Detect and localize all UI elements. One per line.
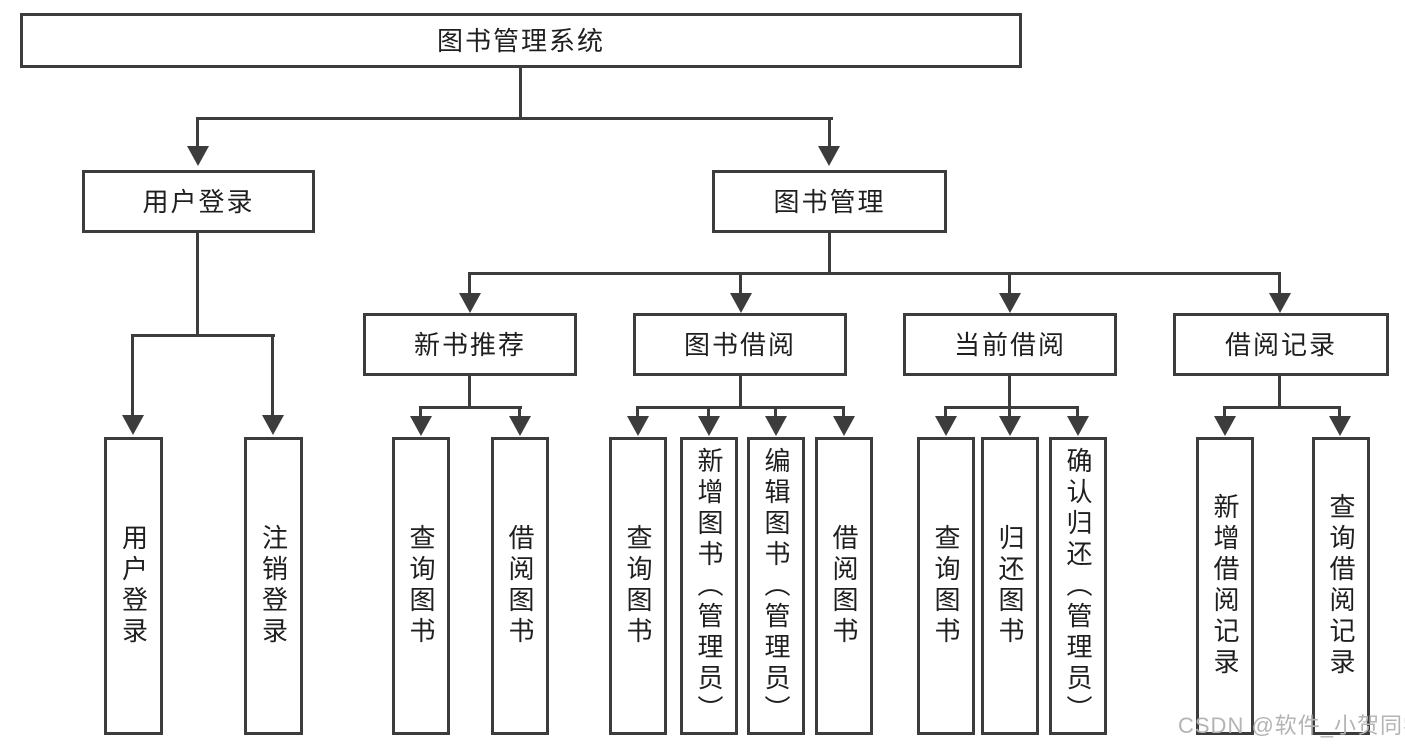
csdn-watermark: CSDN @软件_小贺同学 (1178, 713, 1405, 738)
node-book-management: 图书管理 (712, 170, 947, 233)
connector-line (636, 406, 845, 409)
connector-line (1076, 406, 1079, 418)
node-current-borrowing: 当前借阅 (903, 313, 1117, 376)
connector-line (1008, 376, 1011, 406)
connector-line (739, 272, 742, 294)
arrowhead-down-icon (187, 146, 209, 166)
arrowhead-down-icon (1214, 416, 1236, 436)
arrowhead-down-icon (1329, 416, 1351, 436)
leaf-logout: 注销登录 (244, 437, 303, 735)
leaf-add-books-admin: 新增图书（管理员） (680, 437, 738, 735)
leaf-return-books: 归还图书 (981, 437, 1039, 735)
arrowhead-down-icon (999, 293, 1021, 313)
connector-line (739, 376, 742, 406)
arrowhead-down-icon (1067, 416, 1089, 436)
node-label: 查询图书 (931, 524, 961, 648)
connector-line (944, 406, 1079, 409)
node-label: 查询图书 (623, 524, 653, 648)
arrowhead-down-icon (765, 416, 787, 436)
node-borrowing-records: 借阅记录 (1173, 313, 1389, 376)
connector-line (1278, 272, 1281, 294)
node-label: 查询图书 (406, 524, 436, 648)
node-label: 编辑图书（管理员） (761, 446, 791, 726)
node-label: 确认归还（管理员） (1063, 446, 1093, 726)
node-label: 借阅记录 (1224, 329, 1337, 360)
connector-line (196, 233, 199, 335)
arrowhead-down-icon (999, 416, 1021, 436)
connector-line (131, 334, 134, 416)
connector-line (196, 117, 199, 147)
node-book-borrowing: 图书借阅 (633, 313, 847, 376)
arrowhead-down-icon (459, 293, 481, 313)
leaf-borrow-books: 借阅图书 (815, 437, 873, 735)
node-label: 新书推荐 (413, 329, 526, 360)
node-label: 用户登录 (142, 186, 255, 217)
connector-line (519, 67, 522, 118)
arrowhead-down-icon (627, 416, 649, 436)
leaf-add-borrow-record: 新增借阅记录 (1196, 437, 1254, 735)
leaf-query-books-borrowing: 查询图书 (609, 437, 667, 735)
node-label: 借阅图书 (829, 524, 859, 648)
connector-line (828, 117, 831, 147)
arrowhead-down-icon (698, 416, 720, 436)
arrowhead-down-icon (1269, 293, 1291, 313)
arrowhead-down-icon (262, 415, 284, 435)
connector-line (828, 233, 831, 273)
arrowhead-down-icon (509, 416, 531, 436)
leaf-query-books-current: 查询图书 (917, 437, 975, 735)
connector-line (944, 406, 947, 418)
node-label: 归还图书 (995, 524, 1025, 648)
connector-line (271, 334, 274, 416)
arrowhead-down-icon (935, 416, 957, 436)
connector-line (1338, 406, 1341, 418)
connector-line (196, 117, 833, 120)
leaf-query-books-recommend: 查询图书 (392, 437, 450, 735)
node-label: 查询借阅记录 (1326, 493, 1356, 679)
arrowhead-down-icon (730, 293, 752, 313)
connector-line (774, 406, 777, 418)
leaf-user-login: 用户登录 (104, 437, 163, 735)
connector-line (1223, 406, 1226, 418)
arrowhead-down-icon (410, 416, 432, 436)
node-new-book-recommend: 新书推荐 (363, 313, 577, 376)
connector-line (468, 376, 471, 406)
connector-line (518, 406, 521, 418)
node-label: 用户登录 (118, 524, 149, 648)
connector-line (1278, 376, 1281, 406)
connector-line (842, 406, 845, 418)
node-label: 图书管理系统 (436, 25, 605, 56)
connector-line (468, 272, 471, 294)
node-library-management-system: 图书管理系统 (20, 13, 1022, 68)
leaf-edit-books-admin: 编辑图书（管理员） (747, 437, 805, 735)
arrowhead-down-icon (818, 146, 840, 166)
arrowhead-down-icon (833, 416, 855, 436)
connector-line (1008, 406, 1011, 418)
node-label: 新增图书（管理员） (694, 446, 724, 726)
node-label: 新增借阅记录 (1210, 493, 1240, 679)
connector-line (468, 272, 1281, 275)
connector-line (636, 406, 639, 418)
leaf-confirm-return-admin: 确认归还（管理员） (1049, 437, 1107, 735)
node-label: 借阅图书 (505, 524, 535, 648)
node-label: 注销登录 (258, 524, 289, 648)
node-label: 当前借阅 (953, 329, 1066, 360)
connector-line (1223, 406, 1341, 409)
leaf-query-borrow-record: 查询借阅记录 (1312, 437, 1370, 735)
connector-line (131, 334, 275, 337)
arrowhead-down-icon (122, 415, 144, 435)
connector-line (1008, 272, 1011, 294)
connector-line (419, 406, 522, 409)
node-user-login: 用户登录 (82, 170, 315, 233)
connector-line (419, 406, 422, 418)
connector-line (707, 406, 710, 418)
node-label: 图书管理 (773, 186, 886, 217)
leaf-borrow-books-recommend: 借阅图书 (491, 437, 549, 735)
node-label: 图书借阅 (683, 329, 796, 360)
